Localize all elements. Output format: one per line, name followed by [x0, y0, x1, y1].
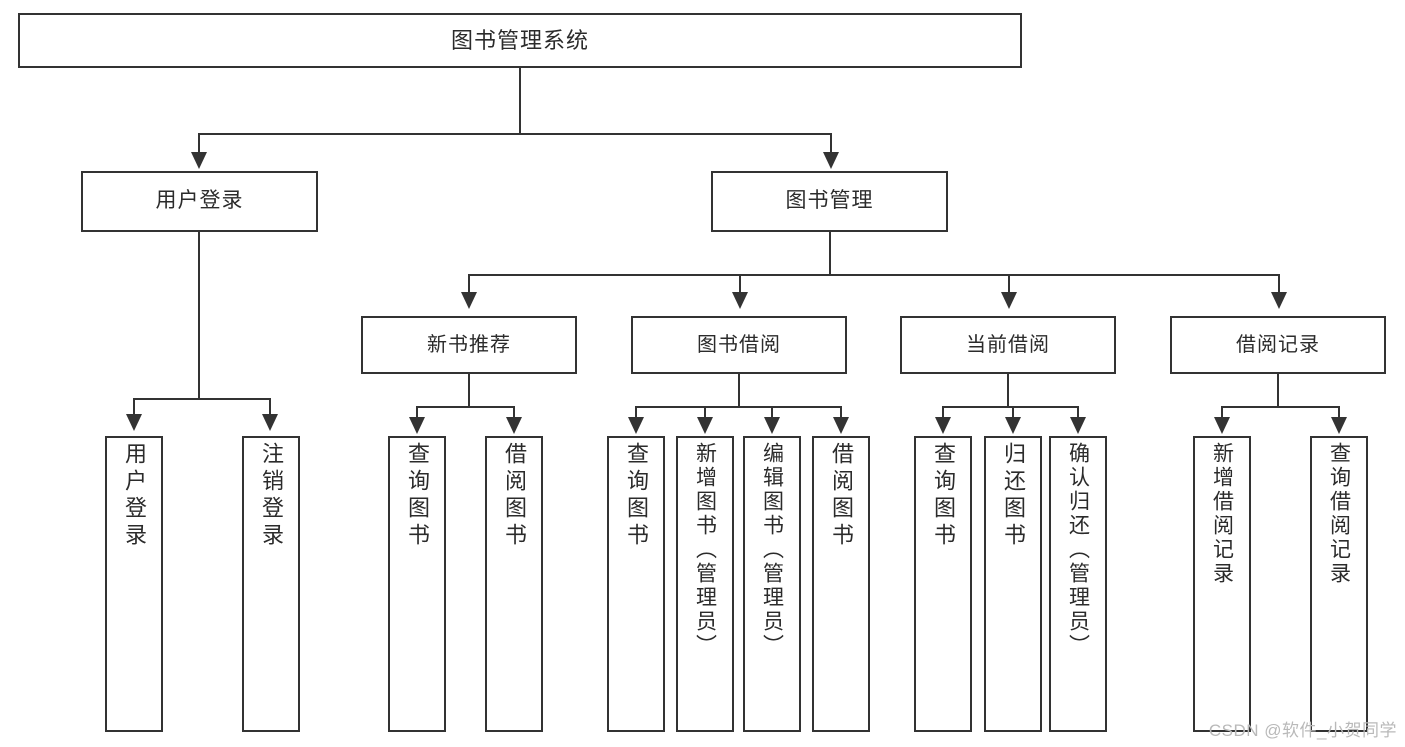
connector-book-mgmt-to-record — [1278, 274, 1280, 294]
leaf-current-query-book[interactable]: 查询图书 — [914, 436, 972, 732]
node-label: 用户登录 — [122, 442, 147, 550]
connector-borrow-stem — [738, 374, 740, 408]
connector-book-mgmt-to-borrow — [739, 274, 741, 294]
leaf-borrow-query-book[interactable]: 查询图书 — [607, 436, 665, 732]
node-label: 归还图书 — [1001, 442, 1026, 550]
connector-book-mgmt-stem — [829, 232, 831, 276]
connector-recommend-bus — [416, 406, 515, 408]
connector-record-bus — [1221, 406, 1339, 408]
node-label: 查询借阅记录 — [1327, 442, 1351, 586]
arrow-to-book-mgmt — [823, 152, 839, 169]
connector-record-stem — [1277, 374, 1279, 408]
arrow-to-user-login — [191, 152, 207, 169]
connector-root-to-user-login — [198, 133, 200, 155]
connector-user-login-bus — [133, 398, 271, 400]
node-new-book-recommend[interactable]: 新书推荐 — [361, 316, 577, 374]
node-root-system[interactable]: 图书管理系统 — [18, 13, 1022, 68]
node-borrow-record[interactable]: 借阅记录 — [1170, 316, 1386, 374]
node-label: 确认归还（管理员） — [1066, 442, 1090, 658]
connector-borrow-child-3 — [771, 406, 773, 420]
node-label: 图书管理系统 — [450, 27, 589, 53]
connector-root-stem — [519, 68, 521, 134]
arrow-current-child-3 — [1070, 417, 1086, 434]
node-label: 新增借阅记录 — [1210, 442, 1234, 586]
arrow-borrow-child-2 — [697, 417, 713, 434]
arrow-borrow-child-1 — [628, 417, 644, 434]
leaf-current-confirm-return-admin[interactable]: 确认归还（管理员） — [1049, 436, 1107, 732]
connector-recommend-child-2 — [513, 406, 515, 420]
arrow-record-child-1 — [1214, 417, 1230, 434]
node-user-login[interactable]: 用户登录 — [81, 171, 318, 232]
arrow-current-child-1 — [935, 417, 951, 434]
arrow-to-new-book-recommend — [461, 292, 477, 309]
arrow-to-borrow-record — [1271, 292, 1287, 309]
node-book-borrow[interactable]: 图书借阅 — [631, 316, 847, 374]
connector-book-mgmt-bus — [468, 274, 1280, 276]
node-label: 查询图书 — [405, 442, 430, 550]
connector-borrow-bus — [635, 406, 842, 408]
node-current-borrow[interactable]: 当前借阅 — [900, 316, 1116, 374]
arrow-recommend-child-2 — [506, 417, 522, 434]
node-book-management[interactable]: 图书管理 — [711, 171, 948, 232]
connector-recommend-child-1 — [416, 406, 418, 420]
leaf-user-login[interactable]: 用户登录 — [105, 436, 163, 732]
connector-record-child-1 — [1221, 406, 1223, 420]
connector-borrow-child-2 — [704, 406, 706, 420]
leaf-recommend-query-book[interactable]: 查询图书 — [388, 436, 446, 732]
arrow-to-current-borrow — [1001, 292, 1017, 309]
leaf-recommend-borrow-book[interactable]: 借阅图书 — [485, 436, 543, 732]
connector-record-child-2 — [1338, 406, 1340, 420]
leaf-record-query-record[interactable]: 查询借阅记录 — [1310, 436, 1368, 732]
node-label: 图书管理 — [785, 189, 874, 213]
connector-current-child-3 — [1077, 406, 1079, 420]
leaf-borrow-add-book-admin[interactable]: 新增图书（管理员） — [676, 436, 734, 732]
arrow-current-child-2 — [1005, 417, 1021, 434]
node-label: 图书借阅 — [697, 333, 781, 356]
connector-root-bus — [198, 133, 832, 135]
arrow-record-child-2 — [1331, 417, 1347, 434]
connector-book-mgmt-to-recommend — [468, 274, 470, 294]
leaf-logout[interactable]: 注销登录 — [242, 436, 300, 732]
node-label: 查询图书 — [624, 442, 649, 550]
connector-current-bus — [942, 406, 1078, 408]
connector-current-child-2 — [1012, 406, 1014, 420]
node-label: 用户登录 — [155, 189, 244, 213]
connector-root-to-book-mgmt — [830, 133, 832, 155]
leaf-record-add-record[interactable]: 新增借阅记录 — [1193, 436, 1251, 732]
connector-borrow-child-4 — [840, 406, 842, 420]
arrow-borrow-child-4 — [833, 417, 849, 434]
connector-recommend-stem — [468, 374, 470, 408]
connector-current-child-1 — [942, 406, 944, 420]
connector-user-login-child-1 — [133, 398, 135, 416]
connector-book-mgmt-to-current — [1008, 274, 1010, 294]
node-label: 借阅图书 — [502, 442, 527, 550]
node-label: 注销登录 — [259, 442, 284, 550]
leaf-current-return-book[interactable]: 归还图书 — [984, 436, 1042, 732]
node-label: 新书推荐 — [427, 333, 511, 356]
arrow-user-login-child-2 — [262, 414, 278, 431]
node-label: 编辑图书（管理员） — [760, 442, 784, 658]
connector-user-login-child-2 — [269, 398, 271, 416]
node-label: 借阅记录 — [1236, 333, 1320, 356]
node-label: 当前借阅 — [966, 333, 1050, 356]
arrow-to-book-borrow — [732, 292, 748, 309]
connector-user-login-stem — [198, 232, 200, 400]
leaf-borrow-edit-book-admin[interactable]: 编辑图书（管理员） — [743, 436, 801, 732]
leaf-borrow-borrow-book[interactable]: 借阅图书 — [812, 436, 870, 732]
node-label: 借阅图书 — [829, 442, 854, 550]
arrow-recommend-child-1 — [409, 417, 425, 434]
connector-current-stem — [1007, 374, 1009, 408]
arrow-borrow-child-3 — [764, 417, 780, 434]
node-label: 查询图书 — [931, 442, 956, 550]
node-label: 新增图书（管理员） — [693, 442, 717, 658]
connector-borrow-child-1 — [635, 406, 637, 420]
arrow-user-login-child-1 — [126, 414, 142, 431]
